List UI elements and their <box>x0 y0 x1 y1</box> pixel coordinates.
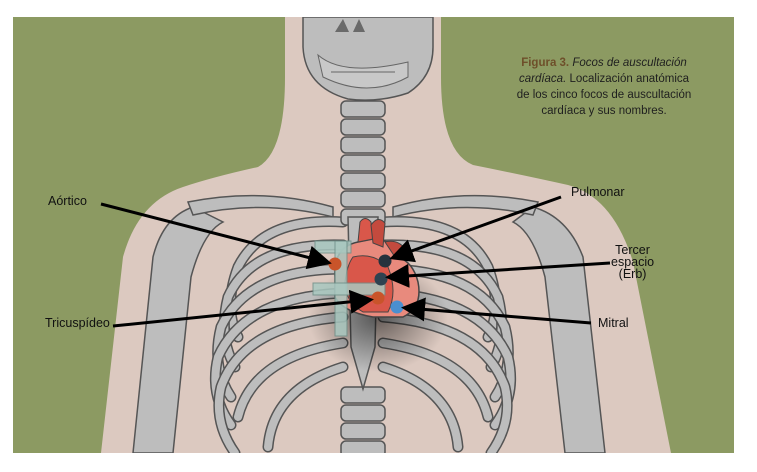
figure-panel: Figura 3. Focos de auscultación cardíaca… <box>13 17 734 453</box>
skull <box>302 17 434 101</box>
erb-focus <box>374 272 388 286</box>
left-clavicle <box>186 194 334 218</box>
figure-title-part2: cardíaca. <box>518 73 567 85</box>
figure-caption: Figura 3. Focos de auscultación cardíaca… <box>499 55 709 119</box>
mitral-focus <box>390 300 404 314</box>
figure-label: Figura 3. <box>521 57 570 69</box>
figure-title-part1: Focos de auscultación <box>572 57 687 69</box>
label-erb-line2: espacio <box>611 255 655 269</box>
label-tricuspideo: Tricuspídeo <box>45 316 110 330</box>
tricuspid-arrow <box>112 289 374 328</box>
body-silhouette <box>101 17 671 453</box>
right-clavicle <box>392 194 540 218</box>
left-humerus <box>132 206 225 453</box>
caption-text-line4: cardíaca y sus nombres. <box>541 105 667 117</box>
aortic-focus <box>328 257 342 271</box>
pulmonary-focus <box>378 254 392 268</box>
pulmonary-arrow <box>389 195 562 263</box>
label-erb-line1: Tercer <box>615 243 650 257</box>
label-mitral: Mitral <box>598 316 629 330</box>
caption-text-line2: Localización anatómica <box>569 73 690 85</box>
aortic-arrow <box>100 202 332 270</box>
caption-text-line3: de los cinco focos de auscultación <box>516 89 692 101</box>
spine <box>340 100 386 453</box>
right-humerus <box>511 206 606 453</box>
label-aortico: Aórtico <box>48 194 87 208</box>
anatomy-illustration <box>100 17 671 453</box>
tricuspid-focus <box>371 291 385 305</box>
erb-arrow <box>385 261 611 288</box>
mitral-arrow <box>401 297 592 325</box>
label-erb-line3: (Erb) <box>618 267 647 281</box>
label-pulmonar: Pulmonar <box>571 185 625 199</box>
label-erb: Tercer espacio (Erb) <box>611 243 655 281</box>
